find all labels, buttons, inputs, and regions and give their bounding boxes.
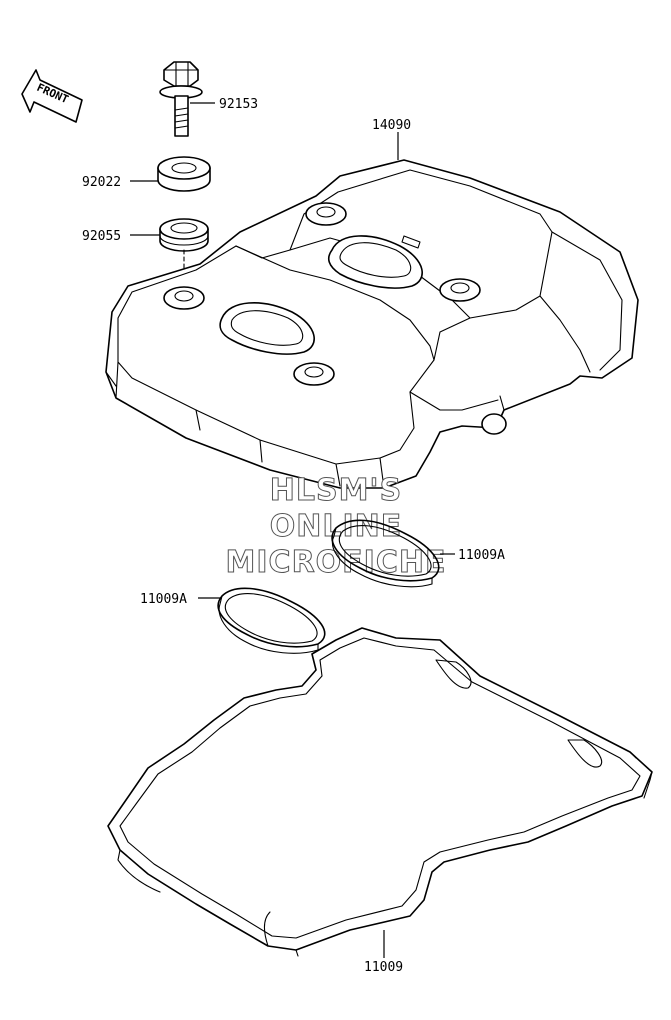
cover-gasket-11009 (107, 627, 653, 958)
washer-92022 (130, 156, 211, 192)
front-arrow-icon: FRONT (21, 69, 83, 123)
plug-gasket-11009a-left (198, 587, 326, 654)
part-label-11009: 11009 (364, 960, 403, 975)
part-label-11009a-left: 11009A (140, 592, 187, 607)
front-label: FRONT (35, 81, 71, 106)
grommet-92055 (130, 218, 209, 252)
watermark: HLSM'S ONLINE MICROFICHE (225, 473, 447, 581)
plug-gasket-11009a-right (331, 519, 455, 588)
watermark-line-2: ONLINE (270, 509, 403, 544)
part-label-92055: 92055 (82, 229, 121, 244)
watermark-line-3: MICROFICHE (226, 545, 447, 580)
bolt-92153 (159, 61, 215, 137)
cylinder-head-cover-14090 (105, 132, 639, 489)
watermark-line-1: HLSM'S (270, 473, 402, 508)
part-label-11009a-right: 11009A (458, 548, 505, 563)
part-label-14090: 14090 (372, 118, 411, 133)
part-label-92153: 92153 (219, 97, 258, 112)
part-label-92022: 92022 (82, 175, 121, 190)
